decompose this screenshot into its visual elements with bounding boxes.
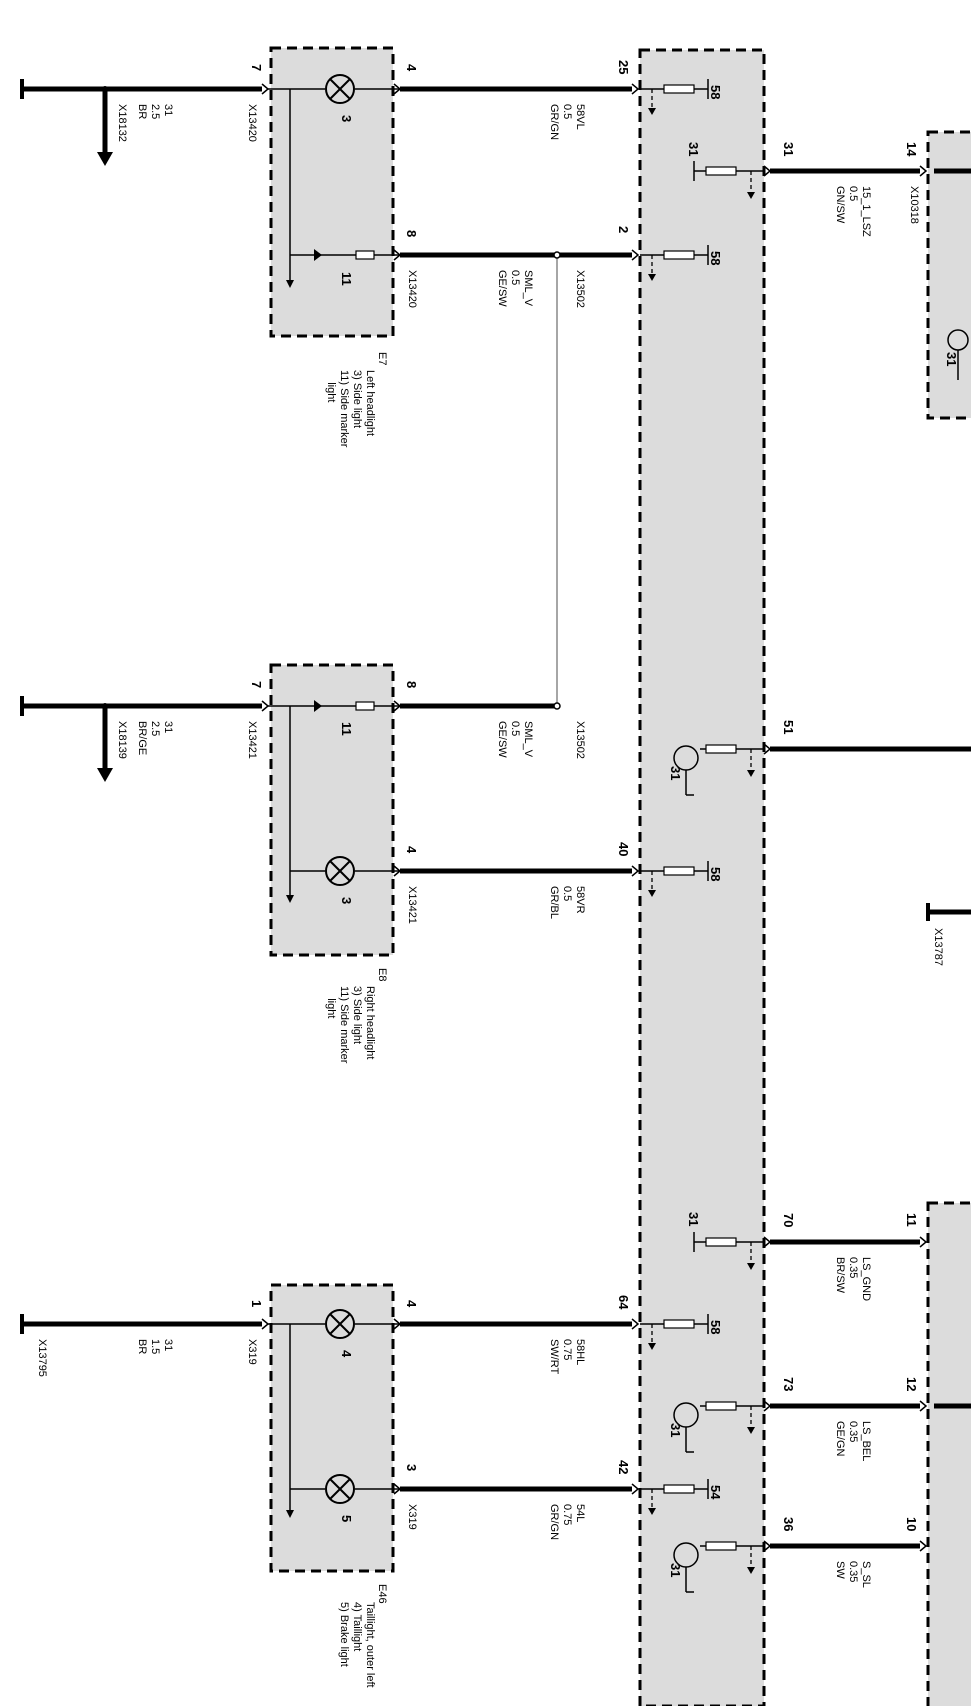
lamp-icon <box>325 1474 355 1504</box>
terminal-31: 31 <box>686 1212 701 1227</box>
connector-label-x10318: X10318 <box>908 186 920 224</box>
module-pin-36: 36 <box>781 1517 796 1532</box>
module-pin-2: 2 <box>616 226 631 234</box>
bulb-number: 5 <box>339 1515 354 1523</box>
wire-label-sml-v: SML_V 0.5 GE/SW <box>496 270 534 307</box>
connector-label-x13795: X13795 <box>36 1339 48 1377</box>
bulb-number: 4 <box>339 1350 354 1358</box>
connector-label-x13420-b: X13420 <box>406 270 418 308</box>
terminal-31: 31 <box>686 142 701 157</box>
terminal-58: 58 <box>708 251 723 266</box>
module-pin-51: 51 <box>781 720 796 735</box>
module-pin-11: 11 <box>904 1213 919 1227</box>
pin-1: 1 <box>249 1300 264 1308</box>
connector-label-x13502: X13502 <box>574 270 586 308</box>
component-e8-desc: Right headlight 3) Side light 11) Side m… <box>325 986 376 1064</box>
wire-label-58hl: 58HL 0.75 SW/RT <box>548 1339 586 1375</box>
resistor-icon <box>355 250 375 260</box>
control-module-box <box>638 48 766 1706</box>
terminal-31: 31 <box>668 1563 683 1578</box>
module-right-top-box <box>926 130 971 420</box>
module-pin-25: 25 <box>616 60 631 75</box>
component-e8-box <box>269 663 395 957</box>
wire-label-ground-right: 31 2.5 BR/GE <box>136 721 174 756</box>
lamp-icon <box>325 74 355 104</box>
component-e46-id: E46 <box>376 1584 388 1604</box>
wire-label-ls-bel: LS_BEL 0.35 GE/GN <box>834 1421 872 1462</box>
module-right-bottom-box <box>926 1201 971 1706</box>
component-e7-internals <box>268 74 400 288</box>
connector-label-x13421-b: X13421 <box>406 886 418 924</box>
module-pin-12: 12 <box>904 1377 919 1392</box>
pin-4: 4 <box>404 64 419 72</box>
connector-label-x319-a: X319 <box>246 1339 258 1365</box>
component-e46-desc: Taillight, outer left 4) Taillight 5) Br… <box>338 1602 376 1688</box>
connector-label-x18132: X18132 <box>116 104 128 142</box>
pin-7: 7 <box>249 681 264 689</box>
wire-label-sml-v: SML_V 0.5 GE/SW <box>496 721 534 758</box>
module-pin-64: 64 <box>616 1295 631 1310</box>
terminal-31: 31 <box>668 1423 683 1438</box>
component-e8-internals <box>268 700 400 903</box>
resistor-icon <box>355 701 375 711</box>
bulb-number: 3 <box>339 115 354 123</box>
component-e7-desc: Left headlight 3) Side light 11) Side ma… <box>325 370 376 448</box>
component-e7-id: E7 <box>376 352 388 366</box>
wire-label-s-sl: S_SL 0.35 SW <box>834 1561 872 1588</box>
lamp-icon <box>325 1309 355 1339</box>
bulb-number: 3 <box>339 897 354 905</box>
module-output-drivers <box>673 161 764 1593</box>
module-pin-70: 70 <box>781 1213 796 1228</box>
connector-label-x319-b: X319 <box>406 1504 418 1530</box>
diode-icon <box>314 249 322 261</box>
wire-label-ls-gnd: LS_GND 0.35 BR/SW <box>834 1257 872 1302</box>
connector-label-x18139: X18139 <box>116 721 128 759</box>
connector-label-x13787: X13787 <box>932 928 944 966</box>
pin-8: 8 <box>404 230 419 238</box>
wire-label-58vl: 58VL 0.5 GR/GN <box>548 104 586 141</box>
component-e8-id: E8 <box>376 968 388 982</box>
pin-7: 7 <box>249 64 264 72</box>
component-e46-internals <box>268 1309 400 1518</box>
wire-label-ground-tail: 31 1.5 BR <box>136 1339 174 1355</box>
terminal-58: 58 <box>708 1320 723 1335</box>
module-input-drivers <box>640 79 709 1515</box>
bulb-number: 11 <box>339 272 354 286</box>
connector-label-x13502: X13502 <box>574 721 586 759</box>
terminal-31: 31 <box>668 766 683 781</box>
module-pin-14: 14 <box>904 142 919 157</box>
pin-4: 4 <box>404 1300 419 1308</box>
terminal-54: 54 <box>708 1485 723 1500</box>
pin-4: 4 <box>404 846 419 854</box>
module-pin-31: 31 <box>781 142 796 157</box>
diode-icon <box>314 700 322 712</box>
terminal-58: 58 <box>708 85 723 100</box>
bulb-number: 11 <box>339 722 354 736</box>
connector-label-x13420-a: X13420 <box>246 104 258 142</box>
module-pin-73: 73 <box>781 1377 796 1392</box>
lamp-icon <box>325 856 355 886</box>
wire-label-58vr: 58VR 0.5 GR/BL <box>548 886 586 920</box>
module-pin-40: 40 <box>616 842 631 857</box>
connector-label-x13421-a: X13421 <box>246 721 258 759</box>
wire-label-15-lsz: 15_1_LSZ 0.5 GN/SW <box>834 186 872 237</box>
module-pin-10: 10 <box>904 1517 919 1532</box>
pin-3: 3 <box>404 1464 419 1472</box>
pin-8: 8 <box>404 681 419 689</box>
terminal-58: 58 <box>708 867 723 882</box>
wire-label-ground-left: 31 2.5 BR <box>136 104 174 120</box>
terminal-31: 31 <box>944 352 959 367</box>
module-pin-42: 42 <box>616 1460 631 1475</box>
wire-label-54l: 54L 0.75 GR/GN <box>548 1504 586 1541</box>
